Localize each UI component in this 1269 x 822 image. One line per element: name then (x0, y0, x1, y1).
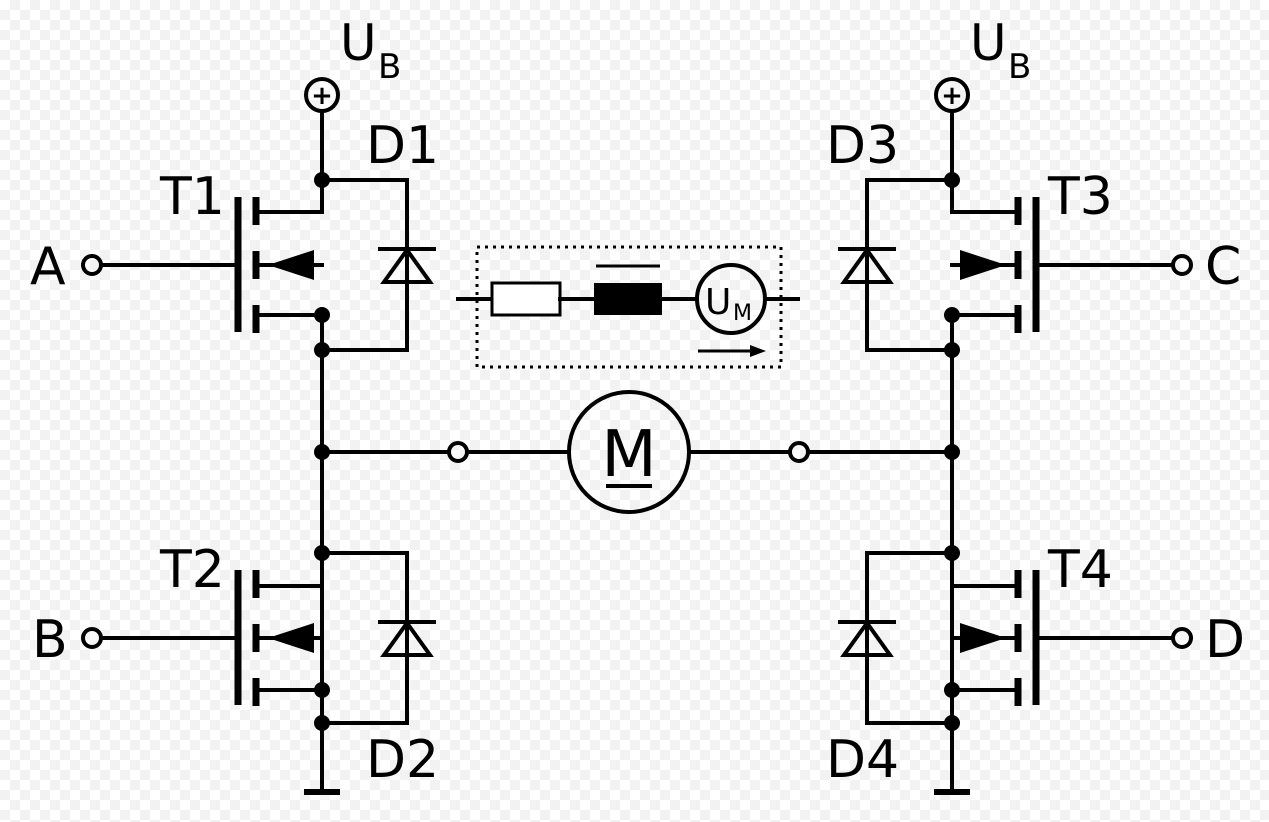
motor-symbol (567, 390, 691, 514)
t3-label: T3 (1047, 167, 1113, 227)
motor-label: M (601, 418, 656, 492)
d1-label: D1 (366, 116, 439, 176)
junction-dots (314, 172, 960, 731)
resistor-symbol (490, 281, 562, 317)
t2-body-arrow (268, 623, 314, 653)
diode-d4: D4 (826, 619, 899, 790)
supply-left-plus: + (311, 81, 333, 111)
supply-left: + U B (304, 14, 401, 113)
d3-label: D3 (826, 116, 899, 176)
left-column-wires (304, 109, 409, 795)
motor-branch: M (320, 390, 954, 514)
supply-right: + U B (934, 14, 1031, 113)
input-c-label: C (1205, 237, 1241, 297)
supply-right-label: U (970, 14, 1007, 72)
input-a-terminal (81, 254, 103, 276)
direction-arrow-icon (750, 345, 766, 357)
supply-right-sub: B (1008, 47, 1031, 87)
t3-body-arrow (960, 250, 1006, 280)
transistor-t3: T3 C (950, 167, 1241, 333)
t4-body-arrow (960, 623, 1006, 653)
diode-d3: D3 (826, 116, 899, 284)
input-d-terminal (1171, 627, 1193, 649)
diode-d1: D1 (366, 116, 439, 284)
d4-label: D4 (826, 730, 899, 790)
supply-left-label: U (340, 14, 377, 72)
transistor-t2: T2 B (32, 540, 324, 706)
input-c-terminal (1171, 254, 1193, 276)
inductor-symbol (594, 283, 662, 315)
d2-label: D2 (366, 730, 439, 790)
right-column-wires (865, 109, 970, 795)
supply-right-plus: + (941, 81, 963, 111)
t4-label: T4 (1047, 540, 1113, 600)
back-emf-sub: M (733, 301, 752, 326)
t1-body-arrow (268, 250, 314, 280)
input-d-label: D (1205, 610, 1245, 670)
t2-label: T2 (159, 540, 225, 600)
motor-equivalent-circuit: U M (456, 245, 800, 369)
diode-d2: D2 (366, 619, 439, 790)
transistor-t4: T4 D (950, 540, 1245, 706)
transistor-t1: T1 A (30, 167, 324, 333)
t1-label: T1 (159, 167, 225, 227)
back-emf-label: U (705, 282, 731, 323)
input-b-terminal (81, 627, 103, 649)
input-a-label: A (30, 237, 66, 297)
input-b-label: B (32, 610, 68, 670)
supply-left-sub: B (378, 47, 401, 87)
equivalent-circuit-frame (475, 245, 783, 369)
motor-terminal-left (447, 441, 469, 463)
motor-terminal-right (788, 441, 810, 463)
